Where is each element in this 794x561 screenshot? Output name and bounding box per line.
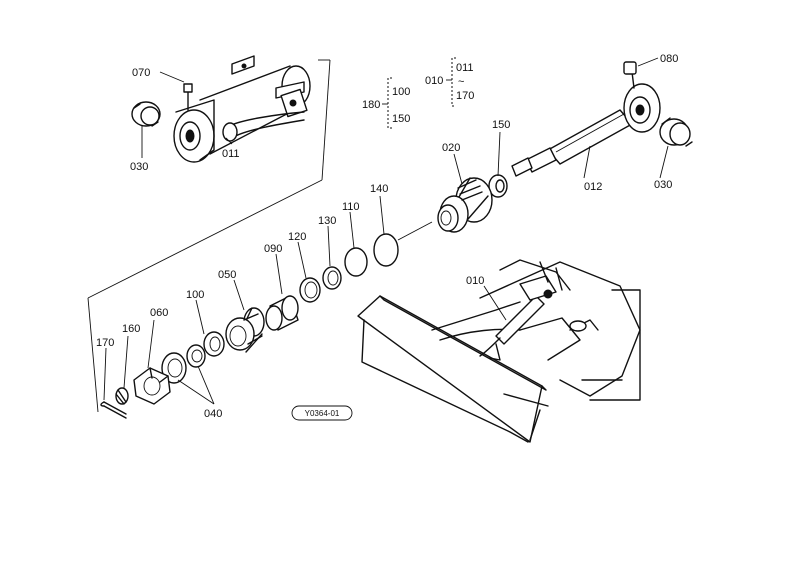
spacer-090: [265, 295, 299, 331]
figure-code: Y0364-01: [305, 409, 340, 418]
label-100: 100: [186, 289, 204, 301]
label-070: 070: [132, 67, 150, 79]
nut-060: [133, 367, 171, 405]
leader-lines: [103, 57, 669, 405]
label-011-top: 011: [456, 62, 474, 74]
label-100-top: 100: [392, 86, 410, 98]
ring-120: [299, 277, 321, 303]
figure-code-badge: Y0364-01: [291, 405, 353, 421]
label-170: 170: [96, 337, 114, 349]
label-020: 020: [442, 142, 460, 154]
piston-rod-012: [511, 61, 661, 177]
washer-160: [115, 387, 129, 405]
label-010-top: 010: [425, 75, 443, 87]
label-110: 110: [342, 201, 360, 213]
piston-050: [225, 307, 265, 353]
ring-100: [203, 331, 225, 357]
backup-ring-110: [344, 247, 368, 277]
o-ring-140: [373, 233, 399, 267]
label-150-top: 150: [392, 113, 410, 125]
ring-130: [322, 266, 342, 290]
bushing-030-right: [659, 117, 693, 147]
label-170-top: 170: [456, 90, 474, 102]
label-130: 130: [318, 215, 336, 227]
label-140: 140: [370, 183, 388, 195]
cylinder-tube-011: [173, 55, 311, 163]
label-010: 010: [466, 275, 484, 287]
label-030-right: 030: [654, 179, 672, 191]
label-180: 180: [362, 99, 380, 111]
callout-labels: 070 030 011 180 100 150 010 011 ~ 170 08…: [96, 53, 678, 420]
label-030-left: 030: [130, 161, 148, 173]
bracket-group-010: [446, 57, 456, 107]
label-090: 090: [264, 243, 282, 255]
label-012: 012: [584, 181, 602, 193]
label-120: 120: [288, 231, 306, 243]
label-080: 080: [660, 53, 678, 65]
label-050: 050: [218, 269, 236, 281]
cylinder-head-020: [437, 177, 493, 233]
cotter-pin-170: [100, 401, 127, 419]
bracket-group-180: [382, 77, 392, 129]
tilde-mark: ~: [458, 76, 464, 88]
label-150: 150: [492, 119, 510, 131]
dozer-blade-illustration: [357, 259, 641, 443]
label-011: 011: [222, 148, 240, 160]
label-040: 040: [204, 408, 222, 420]
ring-040-a: [186, 344, 206, 368]
assembly-frame: [87, 59, 331, 413]
label-160: 160: [122, 323, 140, 335]
bushing-030-left: [131, 101, 161, 127]
label-060: 060: [150, 307, 168, 319]
